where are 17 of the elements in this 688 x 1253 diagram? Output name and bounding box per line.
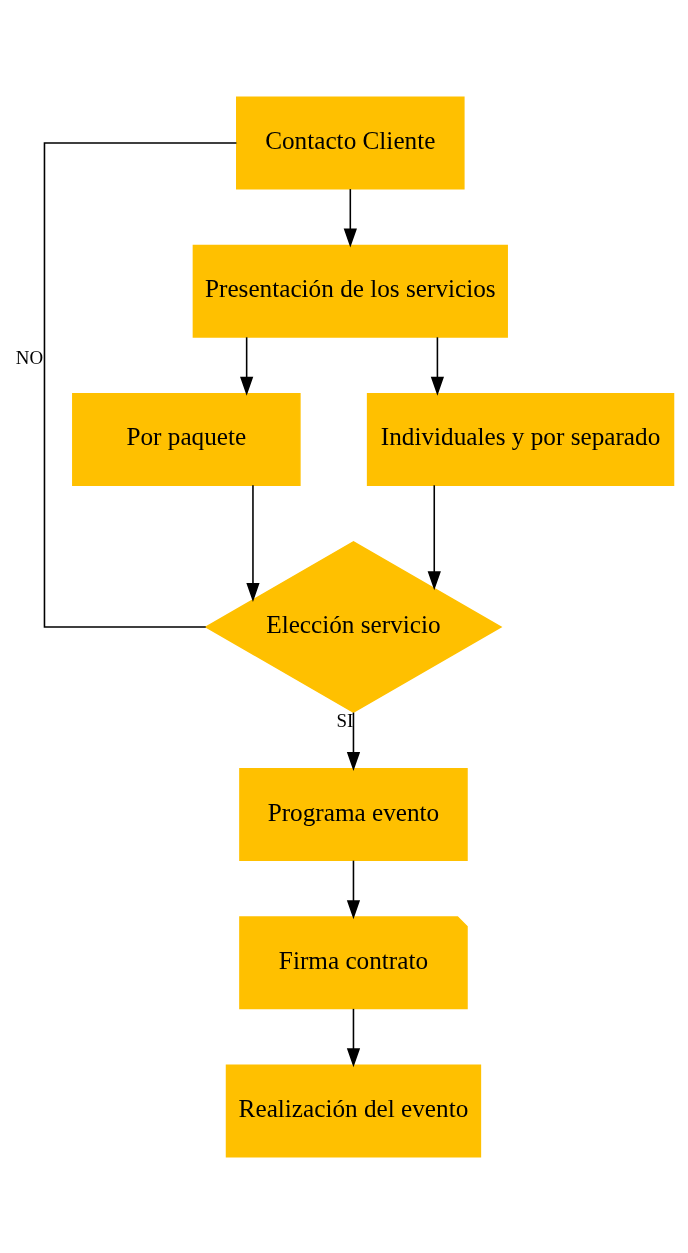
arrow — [346, 1007, 361, 1067]
node-box: Contacto Cliente — [236, 96, 465, 190]
arrow — [427, 484, 441, 590]
arrow — [346, 711, 361, 771]
arrow — [346, 859, 361, 919]
arrow — [246, 484, 260, 602]
connector — [43, 141, 238, 628]
edge-label: NO — [15, 346, 44, 368]
node-diamond: Elección servicio — [204, 540, 503, 713]
arrow — [343, 187, 357, 248]
arrow — [240, 336, 254, 396]
node-box: Presentación de los servicios — [192, 244, 508, 338]
node-box: Programa evento — [239, 767, 468, 861]
node-box: Por paquete — [72, 392, 301, 486]
node-box: Individuales y por separado — [366, 392, 675, 486]
node-box: Realización del evento — [225, 1063, 482, 1157]
arrow — [430, 336, 445, 396]
